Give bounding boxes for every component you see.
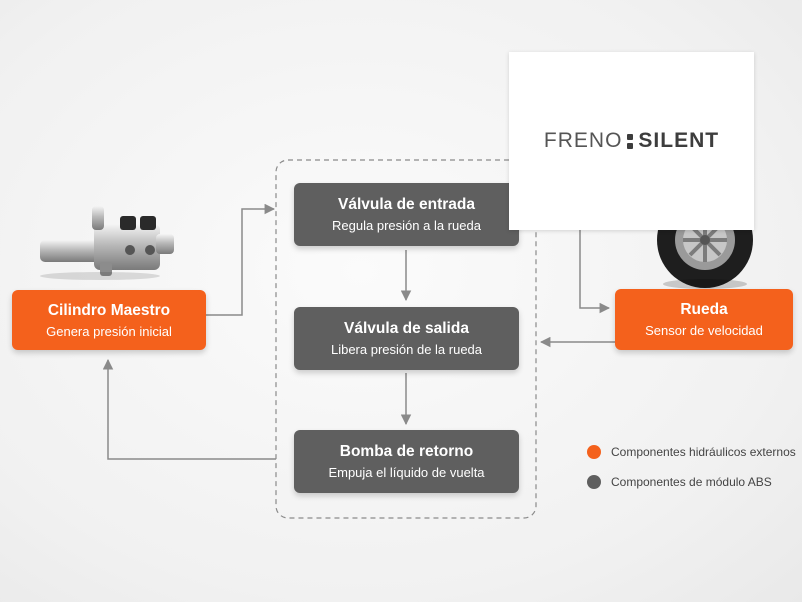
outlet-valve-node: Válvula de salida Libera presión de la r… (294, 307, 519, 370)
logo-card: FRENO SILENT (509, 52, 754, 230)
master-cylinder-image (40, 206, 174, 280)
master-cylinder-subtitle: Genera presión inicial (46, 323, 172, 339)
outlet-valve-subtitle: Libera presión de la rueda (330, 342, 483, 357)
legend-label: Componentes hidráulicos externos (611, 445, 796, 459)
legend-item-abs: Componentes de módulo ABS (587, 475, 772, 489)
inlet-valve-subtitle: Regula presión a la rueda (332, 218, 481, 233)
wheel-title: Rueda (680, 301, 728, 318)
logo-left-text: FRENO (543, 129, 623, 152)
legend-dot-icon (587, 475, 601, 489)
return-pump-title: Bomba de retorno (339, 443, 474, 460)
wheel-node: Rueda Sensor de velocidad (615, 289, 793, 350)
master-cylinder-title: Cilindro Maestro (47, 301, 171, 319)
logo-separator-icon (627, 132, 634, 150)
legend-label: Componentes de módulo ABS (611, 475, 772, 489)
inlet-valve-title: Válvula de entrada (338, 196, 475, 213)
master-cylinder-node: Cilindro Maestro Genera presión inicial (12, 290, 206, 350)
inlet-valve-node: Válvula de entrada Regula presión a la r… (294, 183, 519, 246)
return-pump-subtitle: Empuja el líquido de vuelta (328, 465, 485, 480)
outlet-valve-title: Válvula de salida (344, 320, 469, 337)
legend-dot-icon (587, 445, 601, 459)
abs-module-frame (275, 159, 537, 519)
brand-logo: FRENO SILENT (544, 129, 719, 153)
logo-right-text: SILENT (638, 129, 720, 152)
wheel-subtitle: Sensor de velocidad (645, 323, 763, 338)
legend-item-external: Componentes hidráulicos externos (587, 445, 796, 459)
return-pump-node: Bomba de retorno Empuja el líquido de vu… (294, 430, 519, 493)
